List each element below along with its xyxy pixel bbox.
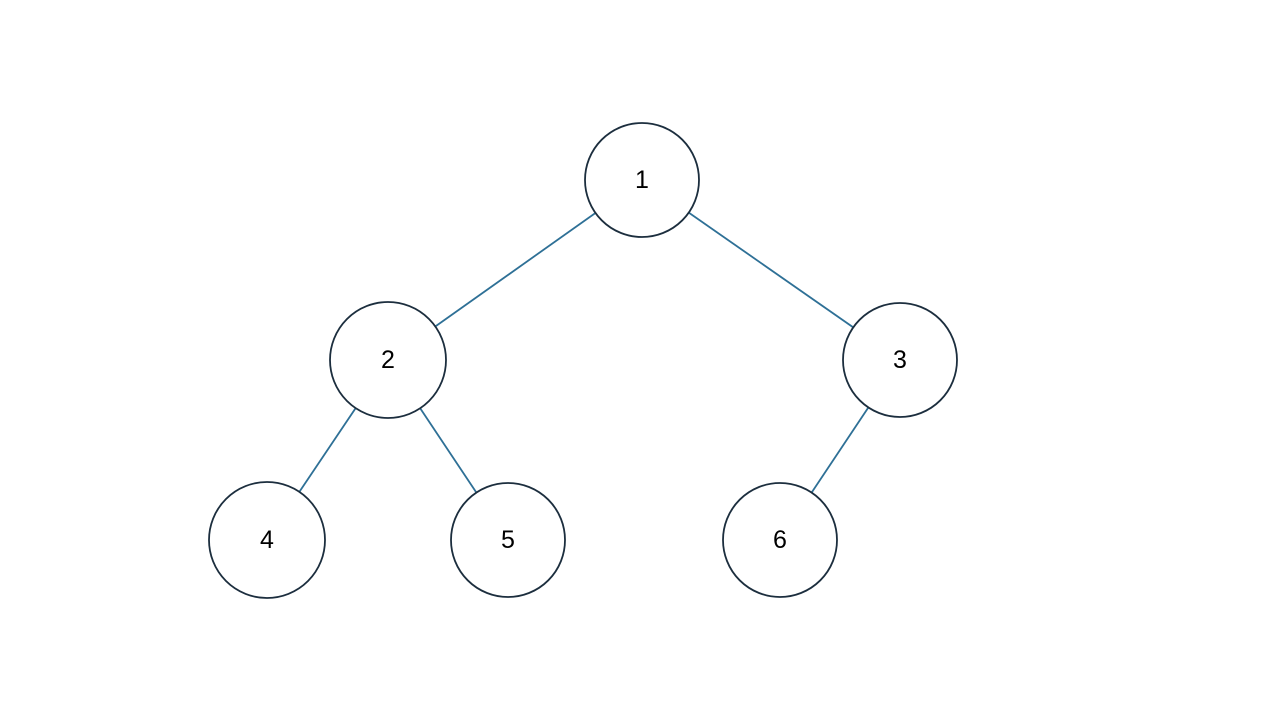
tree-node-circle-2 <box>329 301 447 419</box>
tree-node-circle-6 <box>722 482 838 598</box>
tree-node-label-3: 3 <box>893 346 907 374</box>
tree-node-3: 3 <box>842 302 958 418</box>
tree-node-circle-4 <box>208 481 326 599</box>
tree-node-1: 1 <box>584 122 700 238</box>
tree-node-circle-3 <box>842 302 958 418</box>
tree-node-circle-1 <box>584 122 700 238</box>
tree-node-label-2: 2 <box>381 346 395 374</box>
tree-node-label-1: 1 <box>635 166 649 194</box>
tree-node-label-4: 4 <box>260 526 274 554</box>
tree-node-5: 5 <box>450 482 566 598</box>
tree-node-label-6: 6 <box>773 526 787 554</box>
tree-node-label-5: 5 <box>501 526 515 554</box>
tree-node-circle-5 <box>450 482 566 598</box>
tree-node-6: 6 <box>722 482 838 598</box>
tree-node-4: 4 <box>208 481 326 599</box>
tree-node-2: 2 <box>329 301 447 419</box>
